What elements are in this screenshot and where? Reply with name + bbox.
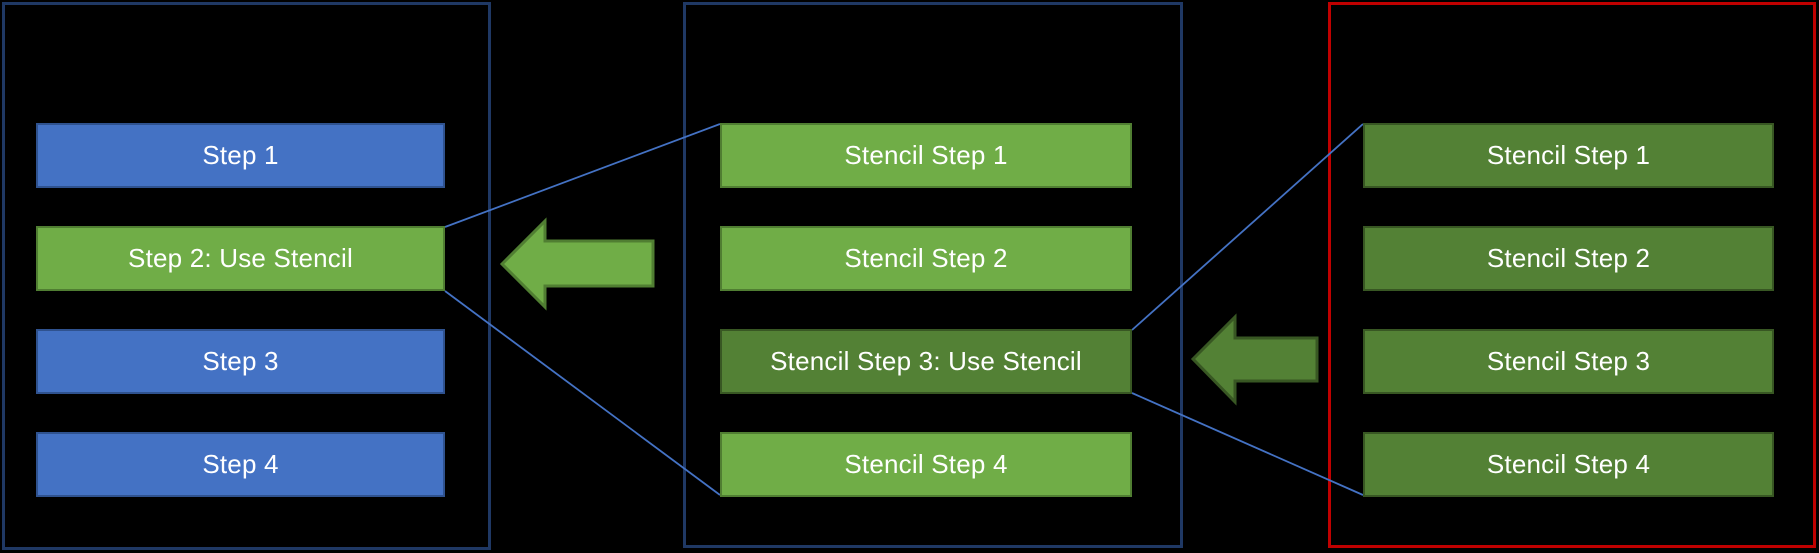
step-box: Stencil Step 1 xyxy=(720,123,1132,188)
arrow-left-icon xyxy=(1190,313,1319,406)
step-box: Step 3 xyxy=(36,329,445,394)
step-box: Stencil Step 4 xyxy=(720,432,1132,497)
step-box: Step 4 xyxy=(36,432,445,497)
step-box: Stencil Step 3 xyxy=(1363,329,1774,394)
step-box-use-stencil: Step 2: Use Stencil xyxy=(36,226,445,291)
step-box: Stencil Step 1 xyxy=(1363,123,1774,188)
arrow-left-icon xyxy=(499,217,655,311)
step-box: Stencil Step 2 xyxy=(720,226,1132,291)
step-box: Step 1 xyxy=(36,123,445,188)
step-box: Stencil Step 2 xyxy=(1363,226,1774,291)
step-box-use-stencil: Stencil Step 3: Use Stencil xyxy=(720,329,1132,394)
panel-process xyxy=(2,2,491,550)
step-box: Stencil Step 4 xyxy=(1363,432,1774,497)
